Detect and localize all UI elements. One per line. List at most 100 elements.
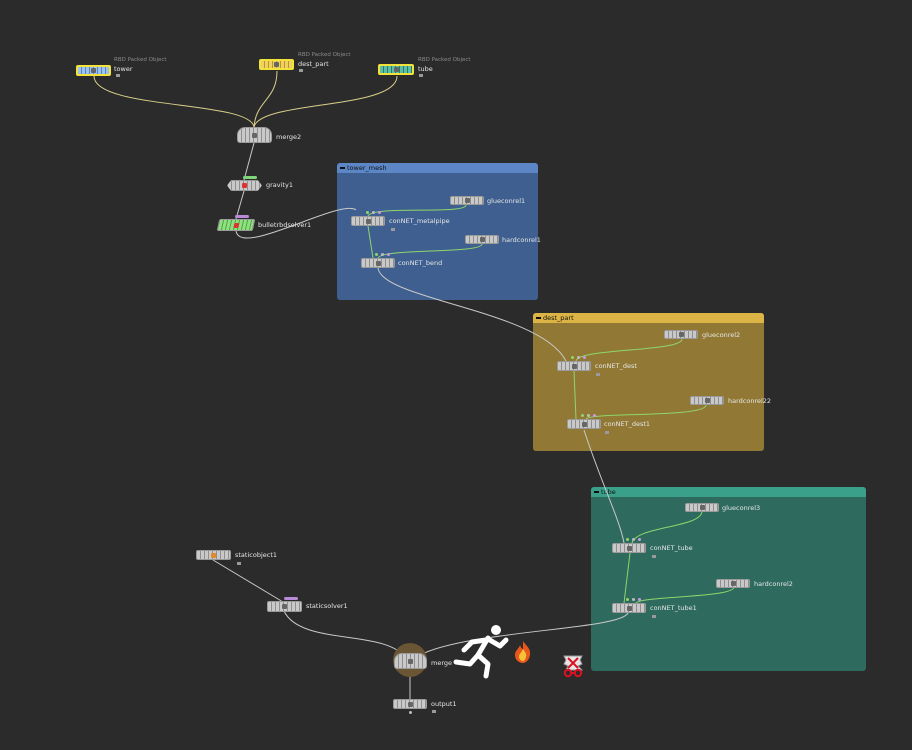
static-object-node[interactable]: [196, 550, 231, 560]
node-label[interactable]: conNET_dest: [595, 362, 637, 370]
input-dot[interactable]: [638, 598, 641, 601]
input-dot[interactable]: [587, 414, 590, 417]
constraint-network-icon: [571, 363, 577, 369]
node-label[interactable]: conNET_bend: [398, 259, 443, 267]
node-flag-icon: [391, 228, 395, 231]
node-label[interactable]: conNET_tube: [650, 544, 693, 552]
node-badge: [284, 597, 298, 600]
static-object-icon: [211, 552, 216, 558]
rbd-object-icon: [274, 62, 279, 67]
rbd-packed-object-node-tube[interactable]: [378, 64, 414, 75]
node-type-label: RBD Packed Object: [114, 57, 167, 63]
network-box-header[interactable]: tower_mesh: [337, 163, 538, 173]
network-box-title: tube: [601, 488, 616, 496]
network-box-header[interactable]: dest_part: [533, 313, 764, 323]
output-dot[interactable]: [409, 711, 412, 714]
input-dot[interactable]: [577, 356, 580, 359]
bullet-rbd-solver-node[interactable]: [216, 219, 256, 231]
output-node[interactable]: [393, 699, 427, 709]
input-dot[interactable]: [632, 598, 635, 601]
input-dot[interactable]: [638, 538, 641, 541]
wire: [583, 429, 625, 544]
node-label[interactable]: hardconrel22: [728, 397, 772, 405]
constraint-icon: [730, 581, 736, 586]
collapse-icon[interactable]: [594, 491, 599, 493]
node-label[interactable]: hardconrel2: [754, 580, 793, 588]
constraint-network-node[interactable]: [567, 419, 601, 429]
wire: [235, 190, 245, 220]
constraint-network-node[interactable]: [351, 216, 385, 226]
input-dot[interactable]: [375, 253, 378, 256]
collapse-icon[interactable]: [536, 317, 541, 319]
input-dot[interactable]: [626, 538, 629, 541]
static-solver-node[interactable]: [267, 601, 302, 612]
input-dot[interactable]: [387, 253, 390, 256]
input-dot[interactable]: [366, 211, 369, 214]
node-label[interactable]: glueconrel2: [702, 331, 741, 339]
wire: [377, 267, 567, 362]
rbd-packed-object-node-tower[interactable]: [76, 65, 111, 76]
input-dot[interactable]: [571, 356, 574, 359]
hard-constraint-rel-node[interactable]: [716, 579, 750, 588]
glue-constraint-rel-node[interactable]: [685, 503, 719, 512]
wire: [377, 243, 483, 259]
node-flag-icon: [605, 431, 609, 434]
constraint-icon: [479, 237, 485, 242]
input-dot[interactable]: [583, 356, 586, 359]
glue-constraint-rel-node[interactable]: [450, 196, 484, 205]
constraint-icon: [704, 398, 710, 403]
node-label[interactable]: staticsolver1: [306, 602, 348, 610]
node-flag-icon: [237, 562, 241, 565]
constraint-network-node[interactable]: [612, 543, 646, 553]
node-label[interactable]: hardconrel1: [502, 236, 541, 244]
input-dot[interactable]: [626, 598, 629, 601]
node-label[interactable]: merge2: [276, 133, 302, 141]
node-label[interactable]: conNET_tube1: [650, 604, 697, 612]
constraint-network-node[interactable]: [361, 258, 395, 268]
constraint-icon: [464, 198, 470, 203]
input-dot[interactable]: [372, 211, 375, 214]
merge-node[interactable]: [237, 127, 272, 143]
input-dot[interactable]: [632, 538, 635, 541]
running-man-icon: [453, 625, 509, 679]
constraint-network-node[interactable]: [557, 361, 591, 371]
rbd-packed-object-node-dest-part[interactable]: [259, 59, 294, 70]
fire-icon: [515, 641, 531, 663]
node-label[interactable]: staticobject1: [235, 551, 278, 559]
gravity-node[interactable]: [227, 180, 262, 191]
node-label[interactable]: merge: [431, 659, 453, 667]
network-box-header[interactable]: tube: [591, 487, 866, 497]
input-dot[interactable]: [381, 253, 384, 256]
node-label[interactable]: conNET_metalpipe: [389, 217, 450, 225]
constraint-network-node[interactable]: [612, 603, 646, 613]
input-dot[interactable]: [593, 414, 596, 417]
node-label[interactable]: tube: [418, 65, 433, 73]
node-label[interactable]: glueconrel3: [722, 504, 761, 512]
input-dot[interactable]: [378, 211, 381, 214]
node-badge: [235, 215, 249, 218]
hard-constraint-rel-node[interactable]: [465, 235, 499, 244]
gravity-icon: [242, 183, 247, 188]
network-box-tower-mesh[interactable]: tower_mesh: [337, 163, 538, 300]
collapse-icon[interactable]: [340, 167, 345, 169]
node-label[interactable]: tower: [114, 65, 133, 73]
wire: [635, 586, 735, 604]
glue-constraint-rel-node[interactable]: [664, 330, 698, 339]
node-label[interactable]: output1: [431, 700, 457, 708]
merge-icon: [252, 132, 257, 138]
node-label[interactable]: glueconrel1: [487, 197, 526, 205]
wire: [367, 204, 467, 217]
merge-icon: [408, 658, 413, 664]
wire: [283, 610, 404, 656]
rbd-object-icon: [91, 68, 96, 73]
wire: [419, 612, 629, 656]
input-dot[interactable]: [581, 414, 584, 417]
node-label[interactable]: conNET_dest1: [604, 420, 651, 428]
node-label[interactable]: bulletrbdsolver1: [258, 221, 312, 229]
node-label[interactable]: dest_part: [298, 60, 329, 68]
hard-constraint-rel-node[interactable]: [690, 396, 724, 405]
node-label[interactable]: gravity1: [266, 181, 293, 189]
constraint-network-icon: [375, 260, 381, 266]
merge-node[interactable]: [394, 653, 427, 669]
